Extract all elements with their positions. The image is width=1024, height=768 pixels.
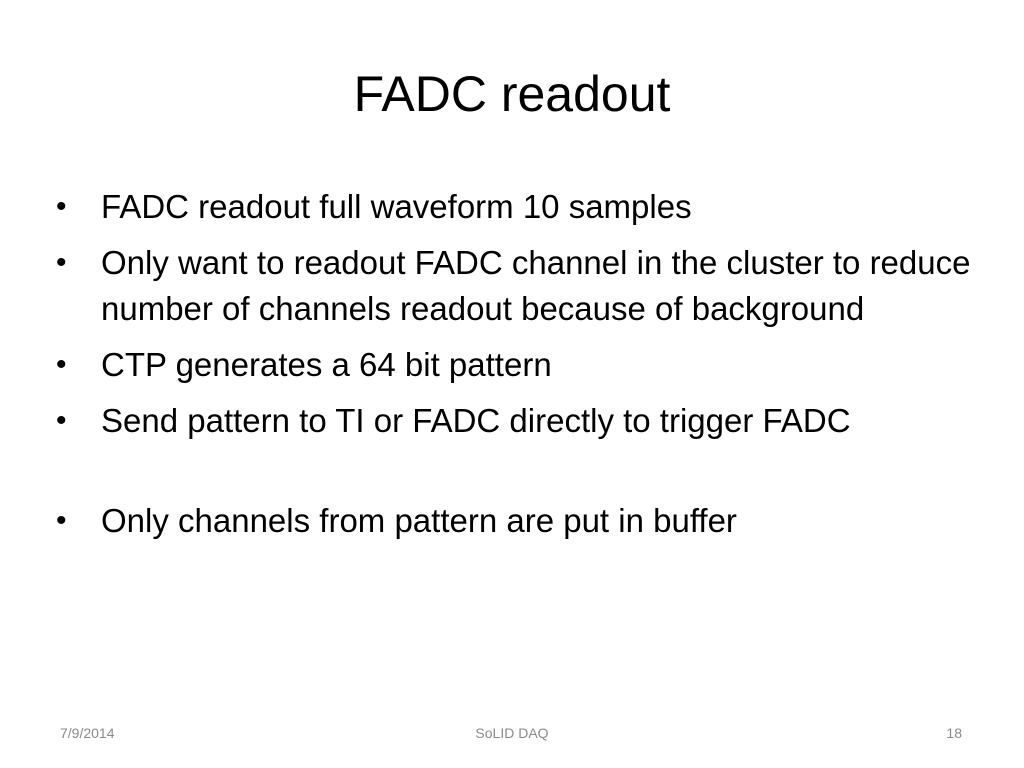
bullet-text: Send pattern to TI or FADC directly to t… [101, 402, 851, 439]
bullet-icon: • [56, 504, 67, 537]
bullet-item: • FADC readout full waveform 10 samples [56, 184, 971, 230]
bullet-text: Only want to readout FADC channel in the… [101, 244, 971, 327]
bullet-icon: • [56, 246, 67, 279]
bullet-item: • CTP generates a 64 bit pattern [56, 342, 971, 388]
bullet-text: FADC readout full waveform 10 samples [101, 188, 692, 225]
bullet-list: • FADC readout full waveform 10 samples … [56, 184, 971, 554]
bullet-text: CTP generates a 64 bit pattern [101, 346, 552, 383]
footer-page-number: 18 [946, 725, 962, 741]
bullet-text: Only channels from pattern are put in bu… [101, 502, 737, 539]
bullet-icon: • [56, 348, 67, 381]
bullet-item: • Only channels from pattern are put in … [56, 498, 971, 544]
bullet-icon: • [56, 404, 67, 437]
bullet-item: • Send pattern to TI or FADC directly to… [56, 398, 971, 444]
footer-date: 7/9/2014 [60, 725, 115, 741]
bullet-icon: • [56, 190, 67, 223]
bullet-item: • Only want to readout FADC channel in t… [56, 240, 971, 332]
footer-title: SoLID DAQ [475, 725, 549, 741]
slide-title: FADC readout [353, 66, 671, 122]
